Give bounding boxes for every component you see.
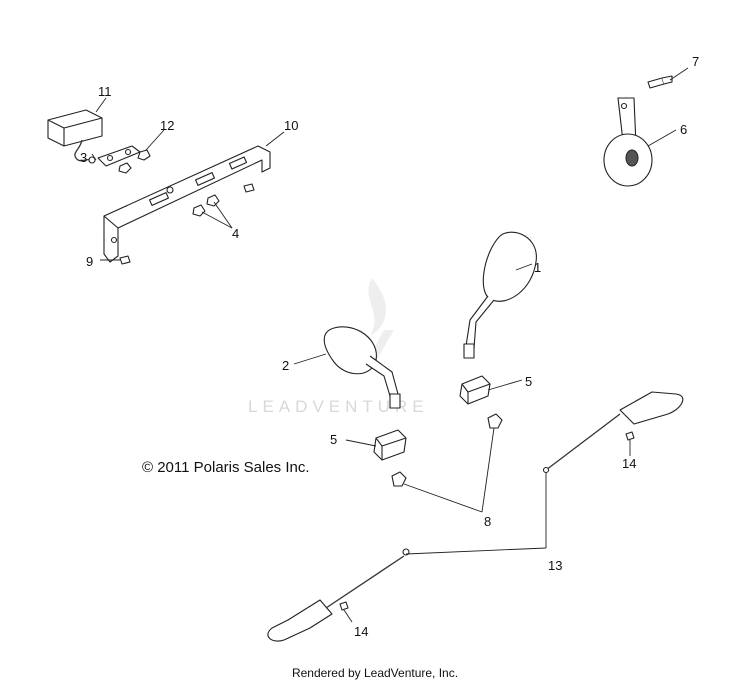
part-mirror-right [463,231,537,359]
part-nuts-4 [192,194,220,217]
part-clamp-upper [459,375,491,405]
part-module [47,109,103,162]
callout-5-upper: 5 [525,374,532,389]
part-signal-left [267,548,410,642]
part-signal-right [542,391,684,474]
part-clamp-lower [373,429,407,461]
part-plate [88,145,141,167]
callout-12: 12 [160,118,174,133]
callout-11: 11 [98,84,112,99]
callout-14-lower: 14 [354,624,368,639]
part-screws-9 [119,183,255,265]
callout-10: 10 [284,118,298,133]
callout-14-upper: 14 [622,456,636,471]
part-screws-14 [339,431,635,611]
callout-7: 7 [692,54,699,69]
part-mirror-left [323,326,401,409]
part-nuts-12 [118,149,151,174]
callout-1: 1 [534,260,541,275]
render-credit: Rendered by LeadVenture, Inc. [291,666,459,680]
callout-9: 9 [86,254,93,269]
callout-6: 6 [680,122,687,137]
part-bracket [103,145,271,263]
copyright-notice: © 2011 Polaris Sales Inc. [142,459,310,476]
callout-2: 2 [282,358,289,373]
callouts: 1 2 3 4 5 5 6 7 8 9 10 11 12 13 14 14 [80,54,699,639]
part-horn [603,97,653,187]
callout-8: 8 [484,514,491,529]
part-nuts-8 [391,413,503,487]
part-screw-7 [647,75,673,89]
callout-3: 3 [80,150,87,165]
callout-4: 4 [232,226,239,241]
callout-5-lower: 5 [330,432,337,447]
callout-13: 13 [548,558,562,573]
watermark-text: LEADVENTURE [248,397,429,416]
leader-lines [91,67,689,623]
